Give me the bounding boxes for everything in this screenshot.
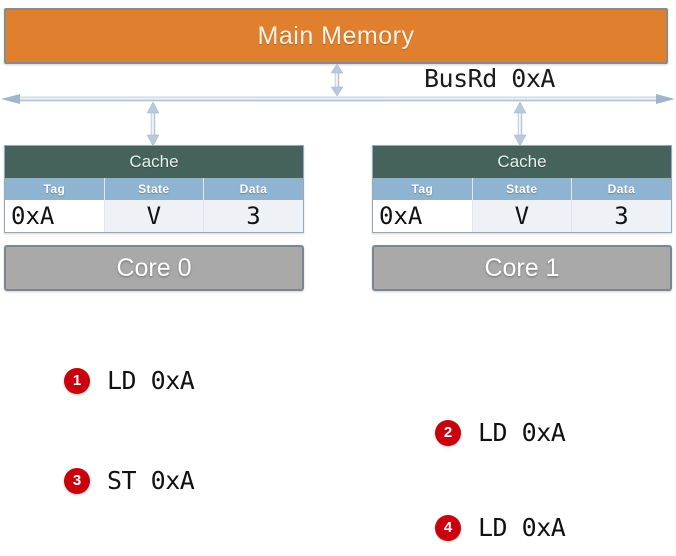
cache-header-row-0: Tag State Data <box>5 178 303 200</box>
operation-4: 4 LD 0xA <box>435 513 566 542</box>
cache-header-row-1: Tag State Data <box>373 178 671 200</box>
bus-transaction-label: BusRd 0xA <box>424 64 555 93</box>
operation-text-1: LD 0xA <box>107 366 195 395</box>
main-memory-box: Main Memory <box>4 8 668 64</box>
cache-value-row-1: 0xA V 3 <box>373 200 671 232</box>
operation-badge-2: 2 <box>435 419 461 446</box>
connector-memory-to-bus <box>330 64 344 96</box>
system-bus-line <box>0 92 676 104</box>
cache-col-data-0: Data <box>203 178 303 200</box>
operation-badge-1: 1 <box>64 367 90 394</box>
cache-table-1: Tag State Data 0xA V 3 <box>373 178 671 232</box>
cache-data-value-1: 3 <box>571 200 671 232</box>
cache-col-tag-0: Tag <box>5 178 105 200</box>
cache-box-1: Cache Tag State Data 0xA V 3 <box>372 145 672 233</box>
operation-text-4: LD 0xA <box>478 513 566 542</box>
cache-state-value-1: V <box>472 200 572 232</box>
cache-title-1: Cache <box>373 146 671 178</box>
core-label-1: Core 1 <box>484 253 560 282</box>
connector-bus-to-cache-1 <box>513 102 527 146</box>
cache-box-0: Cache Tag State Data 0xA V 3 <box>4 145 304 233</box>
cache-value-row-0: 0xA V 3 <box>5 200 303 232</box>
operation-badge-3: 3 <box>64 467 90 494</box>
cache-tag-value-0: 0xA <box>5 200 105 232</box>
cache-col-state-0: State <box>104 178 204 200</box>
node-core-1: Cache Tag State Data 0xA V 3 Core 1 <box>372 145 672 291</box>
cache-table-0: Tag State Data 0xA V 3 <box>5 178 303 232</box>
connector-bus-to-cache-0 <box>146 102 160 146</box>
cache-data-value-0: 3 <box>203 200 303 232</box>
operation-text-3: ST 0xA <box>107 466 195 495</box>
operation-text-2: LD 0xA <box>478 418 566 447</box>
cache-state-value-0: V <box>104 200 204 232</box>
operation-1: 1 LD 0xA <box>64 366 195 395</box>
cache-tag-value-1: 0xA <box>373 200 473 232</box>
node-core-0: Cache Tag State Data 0xA V 3 Core 0 <box>4 145 304 291</box>
core-label-0: Core 0 <box>116 253 192 282</box>
cache-col-state-1: State <box>472 178 572 200</box>
operation-badge-4: 4 <box>435 514 461 541</box>
operation-2: 2 LD 0xA <box>435 418 566 447</box>
main-memory-label: Main Memory <box>257 21 415 50</box>
operation-3: 3 ST 0xA <box>64 466 195 495</box>
core-box-1: Core 1 <box>372 245 672 291</box>
cache-col-data-1: Data <box>571 178 671 200</box>
core-box-0: Core 0 <box>4 245 304 291</box>
cache-col-tag-1: Tag <box>373 178 473 200</box>
cache-title-0: Cache <box>5 146 303 178</box>
